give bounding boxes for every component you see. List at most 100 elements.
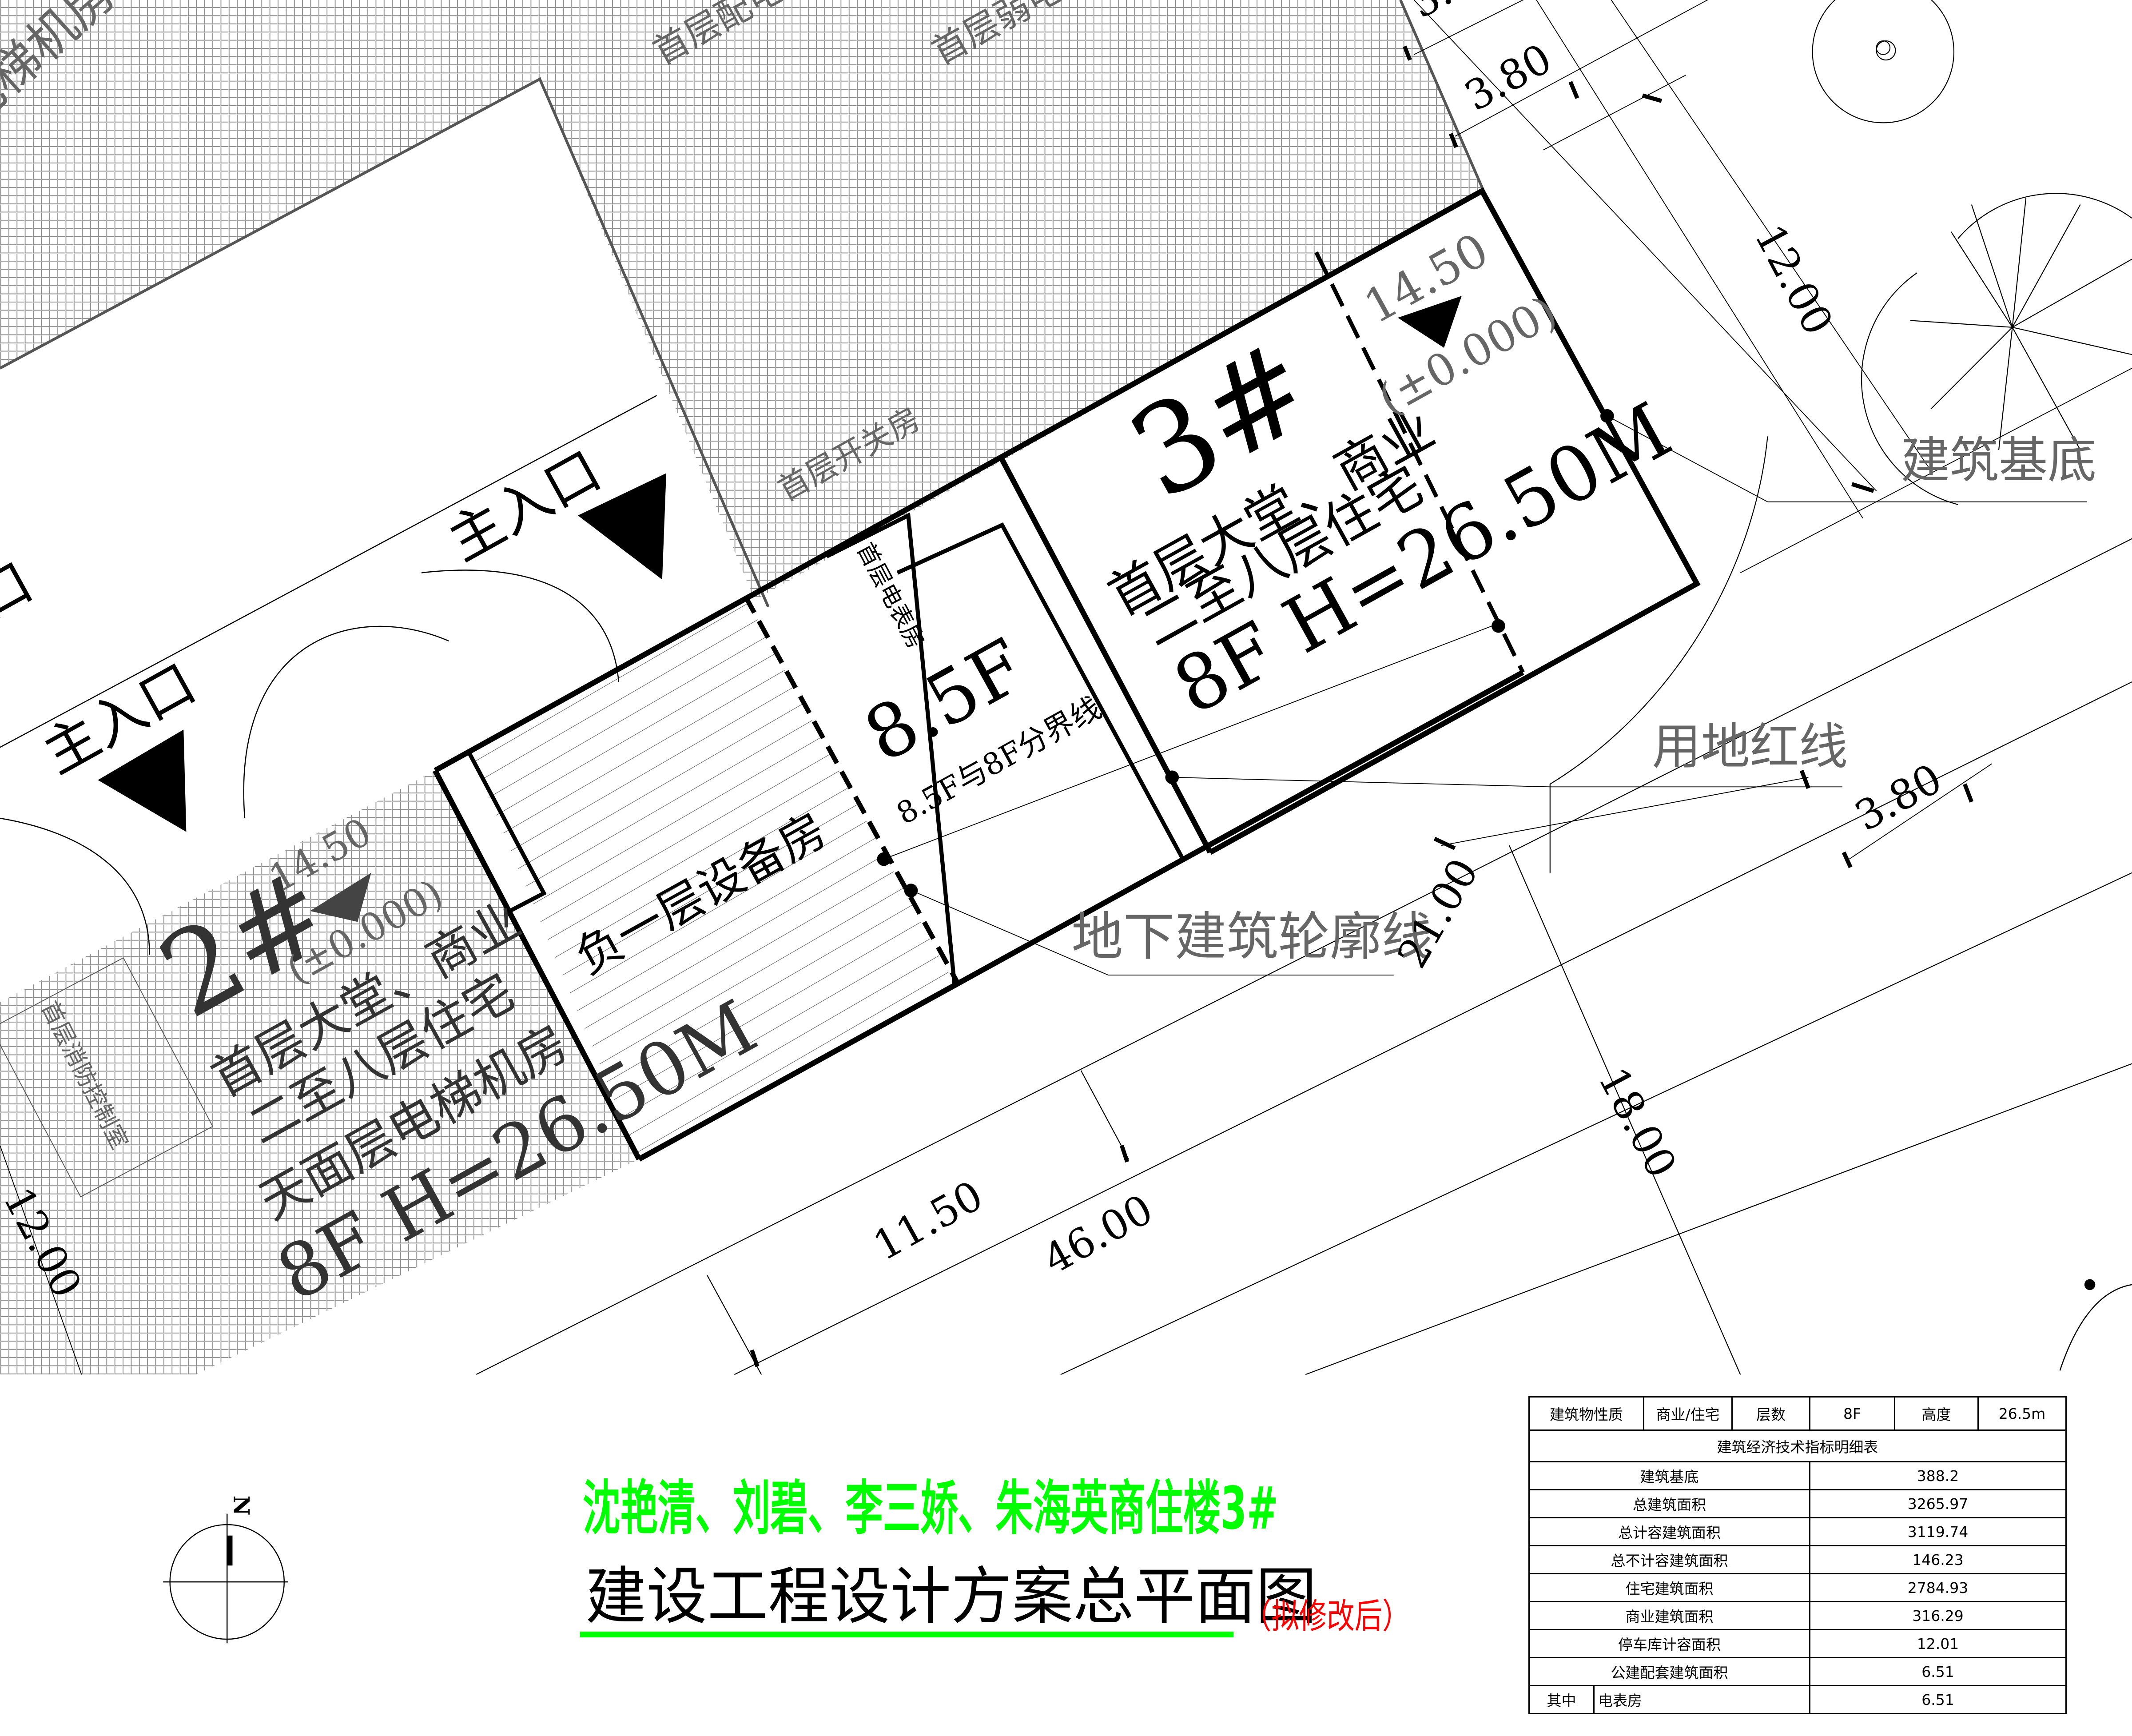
dimension-line [1441,776,1809,846]
elevation-marker-icon [310,872,371,922]
row-value: 12.01 [1809,1629,2067,1658]
road-curve [421,569,620,682]
row-label: 总计容建筑面积 [1528,1517,1810,1546]
row-label: 电表房 [1593,1685,1810,1714]
dimension-line [1740,368,2132,573]
leader-line-base [1607,415,1768,502]
leader-line [883,624,1496,860]
section-85f-outline [896,522,1185,860]
row-label: 公建配套建筑面积 [1528,1657,1810,1686]
dimension-label: 3.80 [1847,755,1950,840]
dimension-line [475,538,2132,1375]
project-title: 沈艳清、刘碧、李三娇、朱海英商住楼3# [583,1474,1278,1543]
table-header-row: 建筑物性质 商业/住宅 层数 8F 高度 26.5m [1528,1396,2067,1431]
road-line [0,395,657,748]
row-label: 总建筑面积 [1528,1489,1810,1518]
marker-dot [1600,409,1614,423]
boundary-85f-8f-dashed [743,594,961,986]
entrance-arrow-icon [578,473,666,580]
tree-icon [1861,193,2132,505]
marker-dot [904,884,918,898]
dimension-label: 12.00 [1746,217,1842,342]
entrance-label-partial: 口 [0,549,43,632]
row-value: 2784.93 [1809,1573,2067,1602]
building3-inner-dashed [1314,251,1525,673]
dimension-label: 11.50 [866,1171,991,1270]
tree-icon [1812,0,1955,123]
red-line-label: 用地红线 [1652,719,1848,776]
dimension-line [1543,75,1687,151]
dimension-line [1455,0,1708,137]
hatched-area-north [0,0,1482,600]
dimension-label: 46.00 [1035,1185,1161,1284]
building-outline [637,670,1524,1162]
marker-dot [1165,770,1179,784]
dimension-line [1849,763,1993,860]
road-curve [0,817,150,955]
row-label: 住宅建筑面积 [1528,1573,1810,1602]
hatched-area-building2 [0,770,639,1375]
row-value: 316.29 [1809,1601,2067,1630]
fire-control-room-outline [0,957,214,1198]
leader-line-red-line [1172,776,1842,788]
site-boundary-line [0,77,770,608]
leader-line-underground [908,888,1394,976]
sub-group-label: 其中 [1528,1685,1595,1714]
road-curve [1549,436,1768,873]
dimension-line [0,1145,82,1375]
building-outline [467,752,547,913]
dimension-line [1611,0,1931,471]
entrance-arrow-icon [98,729,187,832]
dimension-label: 18.00 [1589,1059,1686,1185]
dimension-line [1080,1070,1129,1159]
row-label: 商业建筑面积 [1528,1601,1810,1630]
revision-note: （拟修改后） [1244,1597,1410,1636]
site-boundary-line [1399,0,1486,195]
table-row: 其中 电表房 6.51 [1528,1685,2067,1714]
row-label: 总不计容建筑面积 [1528,1545,1810,1574]
marker-dot [2084,1279,2096,1290]
nature-value: 商业/住宅 [1643,1396,1733,1431]
electric-meter-room-outline [826,512,957,985]
marker-dot [877,852,891,866]
dimension-line [1060,872,2132,1375]
building-outline [433,769,642,1161]
building-outline [999,458,1213,854]
north-arrow-icon: N [163,1496,288,1644]
row-value: 6.51 [1809,1685,2067,1714]
height-value: 26.5m [1977,1396,2067,1431]
nature-label: 建筑物性质 [1528,1396,1644,1431]
row-value: 388.2 [1809,1461,2067,1490]
underground-outline-label: 地下建筑轮廓线 [1071,907,1433,967]
elevation-marker-icon [1397,296,1462,348]
dimension-line [1536,0,1863,519]
height-label: 高度 [1894,1396,1979,1431]
road-curve [243,625,449,819]
building-outline [434,187,1701,855]
dimension-line [1508,845,1741,1375]
row-label: 停车库计容面积 [1528,1629,1810,1658]
north-label: N [229,1496,255,1516]
dimension-line [1414,0,1877,491]
dimension-ticks [750,45,1974,1367]
dimension-line [734,681,2132,1375]
row-value: 146.23 [1809,1545,2067,1574]
row-value: 3119.74 [1809,1517,2067,1546]
row-label: 建筑基底 [1528,1461,1810,1490]
entrance-label: 主入口 [438,438,611,573]
road-curve [2059,1284,2132,1371]
dimension-line [1414,0,1524,55]
row-value: 6.51 [1809,1657,2067,1686]
floors-label: 层数 [1731,1396,1810,1431]
dimension-line [1305,1063,2132,1375]
floors-value: 8F [1809,1396,1895,1431]
